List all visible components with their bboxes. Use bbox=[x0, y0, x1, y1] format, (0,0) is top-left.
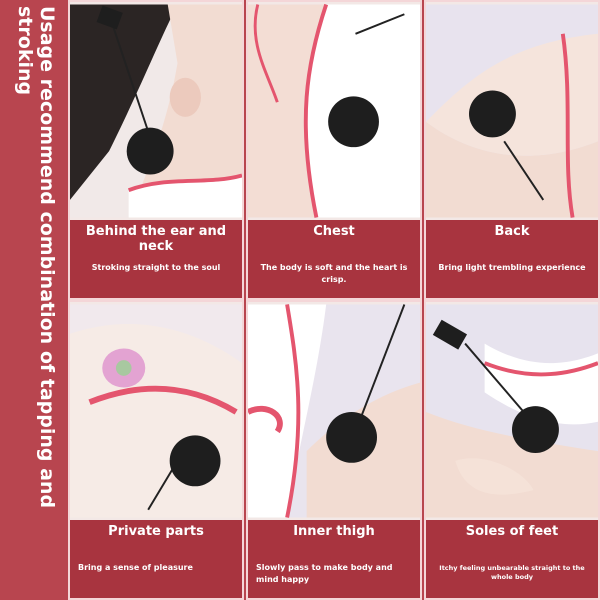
card-title: Behind the ear and neck bbox=[85, 224, 227, 254]
card-title: Soles of feet bbox=[465, 524, 559, 539]
side-title: Usage recommend combination of tapping a… bbox=[14, 6, 58, 509]
card-description: Slowly pass to make body and mind happy bbox=[256, 563, 393, 584]
card-private-parts: Private parts Bring a sense of pleasure bbox=[68, 300, 244, 600]
card-description: Stroking straight to the soul bbox=[91, 263, 221, 272]
card-back: Back Bring light trembling experience bbox=[424, 0, 600, 300]
card-title: Inner thigh bbox=[293, 524, 375, 539]
card-description: Bring a sense of pleasure bbox=[78, 563, 193, 572]
illustration-chest bbox=[248, 2, 420, 220]
card-grid: Behind the ear and neck Stroking straigh… bbox=[68, 0, 600, 600]
card-title: Private parts bbox=[108, 524, 204, 539]
illustration-ear-neck bbox=[70, 2, 242, 220]
card-title: Back bbox=[494, 224, 530, 239]
card-chest: Chest The body is soft and the heart is … bbox=[246, 0, 422, 300]
card-title: Chest bbox=[313, 224, 355, 239]
illustration-inner-thigh bbox=[248, 302, 420, 520]
card-ear-neck: Behind the ear and neck Stroking straigh… bbox=[68, 0, 244, 300]
card-soles: Soles of feet Itchy feeling unbearable s… bbox=[424, 300, 600, 600]
card-description: Itchy feeling unbearable straight to the… bbox=[439, 564, 585, 581]
card-description: Bring light trembling experience bbox=[438, 263, 586, 272]
side-title-bar: Usage recommend combination of tapping a… bbox=[0, 0, 68, 600]
illustration-soles bbox=[426, 302, 598, 520]
card-description: The body is soft and the heart is crisp. bbox=[260, 263, 408, 284]
illustration-private-parts bbox=[70, 302, 242, 520]
illustration-back bbox=[426, 2, 598, 220]
card-inner-thigh: Inner thigh Slowly pass to make body and… bbox=[246, 300, 422, 600]
